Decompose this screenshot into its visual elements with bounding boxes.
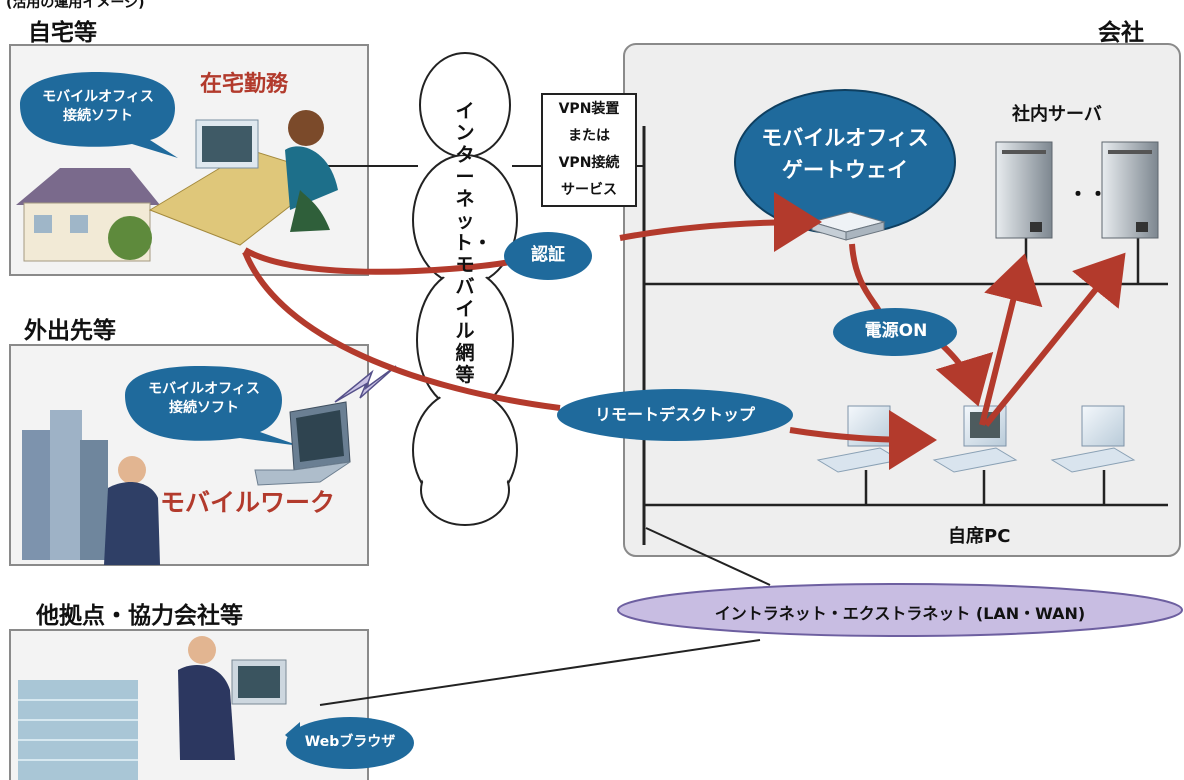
servers-ellipsis: ・・ bbox=[1068, 182, 1108, 206]
pc-to-server-arrow-2 bbox=[983, 252, 1126, 427]
auth-bubble bbox=[504, 232, 592, 280]
auth-label: 認証 bbox=[531, 245, 565, 265]
auth-flow-arrow bbox=[619, 192, 822, 253]
own-pc-label: 自席PC bbox=[948, 526, 1011, 547]
mobile-worker-illustration bbox=[104, 456, 160, 565]
house-illustration bbox=[16, 168, 160, 262]
section-title-home: 自宅等 bbox=[28, 20, 97, 46]
section-title-company: 会社 bbox=[1098, 20, 1144, 46]
remote-desktop-label: リモートデスクトップ bbox=[594, 405, 755, 424]
vpn-label: VPN装置または VPN接続サービス bbox=[558, 101, 620, 198]
internet-cloud bbox=[412, 52, 518, 526]
desk-pc-icon-3 bbox=[1050, 405, 1136, 473]
internet-label: インターネット・モバイル網等 bbox=[454, 100, 493, 386]
web-browser-bubble bbox=[286, 717, 414, 769]
web-browser-label: Webブラウザ bbox=[304, 734, 396, 750]
home-soft-bubble bbox=[20, 72, 178, 158]
wake-flow-arrow bbox=[935, 340, 994, 407]
wireless-icon bbox=[334, 365, 397, 403]
intranet-label: イントラネット・エクストラネット (LAN・WAN) bbox=[714, 604, 1086, 623]
office-building-illustration bbox=[18, 680, 138, 780]
vpn-box bbox=[541, 93, 637, 207]
gateway-label: モバイルオフィスゲートウェイ bbox=[761, 126, 929, 182]
power-on-bubble bbox=[833, 308, 957, 356]
telework-label: 在宅勤務 bbox=[200, 72, 289, 97]
power-on-label: 電源ON bbox=[864, 321, 928, 341]
buildings-illustration bbox=[22, 410, 108, 560]
home-soft-text: モバイルオフィス接続ソフト bbox=[42, 89, 154, 124]
server-icon-2 bbox=[1101, 141, 1159, 239]
remote-flow-line bbox=[242, 250, 561, 411]
outside-soft-text: モバイルオフィス接続ソフト bbox=[148, 381, 260, 416]
section-title-other: 他拠点・協力会社等 bbox=[36, 603, 243, 629]
server-icon bbox=[995, 141, 1053, 239]
header-fragment: (活用の運用イメージ) bbox=[6, 0, 145, 11]
outside-soft-bubble bbox=[125, 366, 300, 446]
remote-desktop-bubble bbox=[557, 389, 793, 441]
mobile-work-label: モバイルワーク bbox=[160, 488, 336, 517]
pc-to-server-arrow bbox=[979, 253, 1043, 426]
section-title-outside: 外出先等 bbox=[24, 318, 116, 344]
intranet-ellipse bbox=[617, 583, 1183, 637]
company-to-intranet-link bbox=[645, 527, 771, 586]
remote-flow-arrow bbox=[789, 409, 937, 470]
home-worker-illustration bbox=[148, 110, 338, 246]
laptop-illustration bbox=[254, 401, 351, 486]
servers-label: 社内サーバ bbox=[1012, 104, 1102, 125]
other-site-link bbox=[319, 639, 761, 706]
office-worker-illustration bbox=[178, 636, 287, 760]
auth-flow-line bbox=[243, 247, 511, 275]
